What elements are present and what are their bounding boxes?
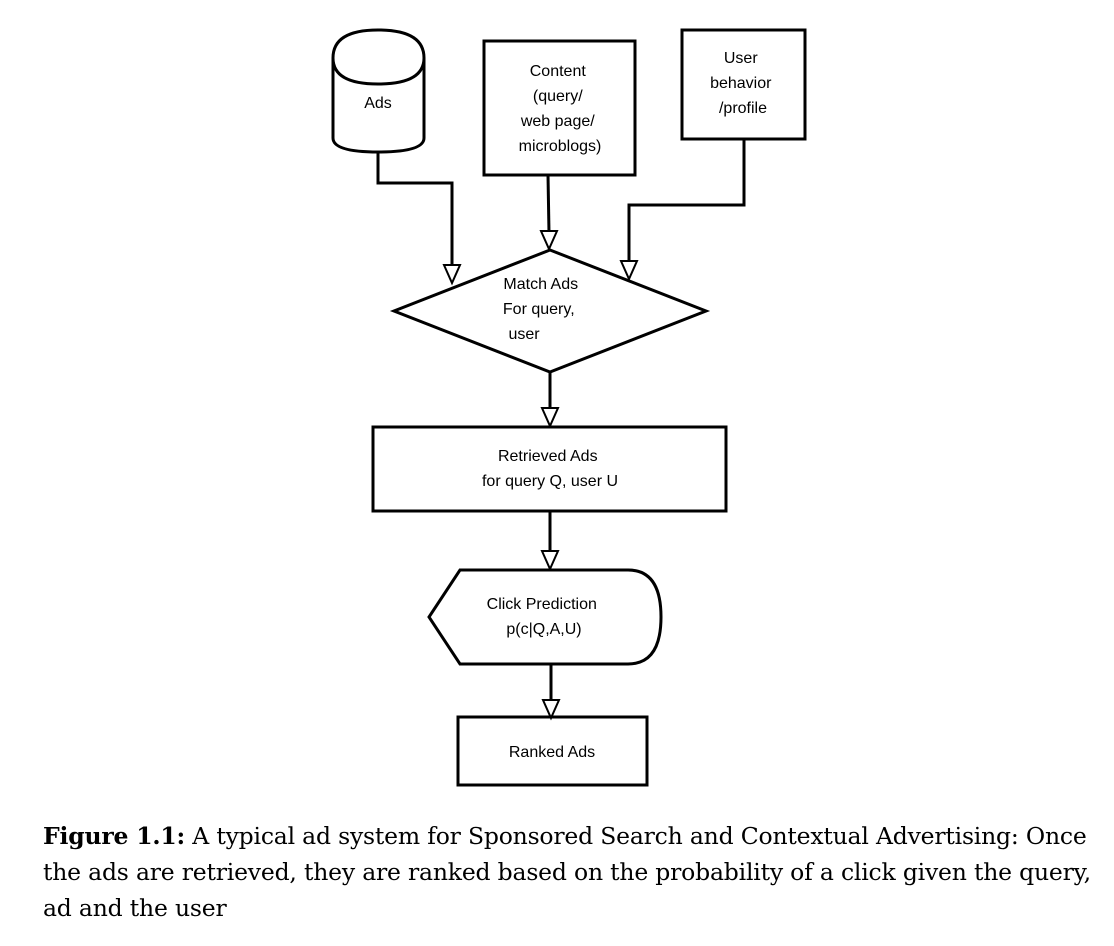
content-node: Content (query/ web page/ microblogs) bbox=[482, 39, 637, 177]
user-behavior-node: User behavior /profile bbox=[680, 28, 807, 141]
ads-database-label: Ads bbox=[364, 95, 392, 112]
arrowhead-click-prediction-to-ranked bbox=[541, 699, 561, 721]
ranked-ads-label: Ranked Ads bbox=[509, 744, 595, 761]
arrowhead-retrieved-to-click-prediction bbox=[540, 550, 560, 572]
match-ads-node: Match Ads For query, user bbox=[389, 248, 711, 374]
retrieved-ads-box bbox=[371, 425, 728, 513]
click-prediction-display-shape bbox=[427, 568, 663, 666]
edges bbox=[376, 140, 746, 701]
figure-caption-text: A typical ad system for Sponsored Search… bbox=[43, 822, 1091, 922]
user-behavior-label: User behavior /profile bbox=[710, 50, 776, 117]
edge-user-behavior-to-match bbox=[627, 140, 746, 262]
arrowhead-match-to-retrieved bbox=[540, 407, 560, 429]
click-prediction-node: Click Prediction p(c|Q,A,U) bbox=[427, 568, 663, 666]
content-label: Content (query/ web page/ microblogs) bbox=[519, 63, 602, 155]
retrieved-ads-node: Retrieved Ads for query Q, user U bbox=[371, 425, 728, 513]
arrowhead-ads-to-match bbox=[442, 264, 462, 286]
database-cylinder-icon bbox=[331, 28, 426, 154]
content-box bbox=[482, 39, 637, 177]
edge-content-to-match bbox=[546, 174, 551, 234]
match-ads-label: Match Ads For query, user bbox=[503, 276, 583, 343]
ranked-ads-node: Ranked Ads bbox=[456, 715, 649, 787]
arrowhead-user-behavior-to-match bbox=[619, 260, 639, 282]
click-prediction-label: Click Prediction p(c|Q,A,U) bbox=[487, 596, 602, 638]
retrieved-ads-label: Retrieved Ads for query Q, user U bbox=[482, 448, 618, 490]
figure-caption-label: Figure 1.1: bbox=[43, 822, 186, 850]
arrowhead-content-to-match bbox=[539, 230, 559, 252]
user-behavior-box bbox=[680, 28, 807, 141]
figure-caption: Figure 1.1: A typical ad system for Spon… bbox=[43, 818, 1105, 926]
arrowheads bbox=[442, 230, 639, 721]
ranked-ads-box bbox=[456, 715, 649, 787]
ad-system-flowchart: Ads Content (query/ web page/ microblogs… bbox=[331, 28, 807, 787]
ads-database-node: Ads bbox=[331, 28, 426, 154]
database-cylinder-rim bbox=[331, 57, 426, 86]
match-ads-diamond bbox=[389, 248, 711, 374]
edge-ads-to-match bbox=[376, 150, 454, 266]
